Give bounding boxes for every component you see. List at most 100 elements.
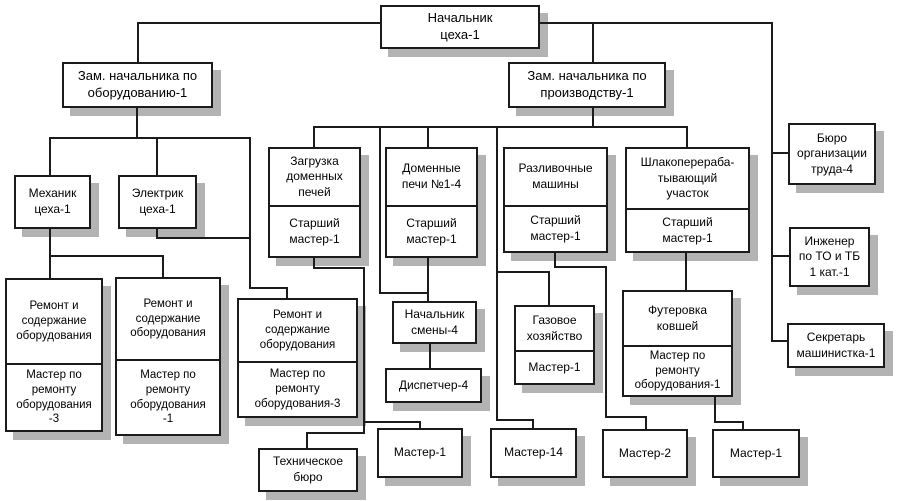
connector xyxy=(714,395,716,423)
connector xyxy=(496,271,550,273)
connector xyxy=(554,266,607,268)
connector xyxy=(313,256,315,269)
connector xyxy=(771,22,773,342)
node-tech-bureau: Техническое бюро xyxy=(258,448,358,492)
connector xyxy=(554,251,556,268)
node-gas-facility: Газовое хозяйство Мастер-1 xyxy=(514,305,595,385)
node-labor-bureau: Бюро организации труда-4 xyxy=(788,123,876,185)
node-label: Мастер-1 xyxy=(729,445,783,460)
node-mechanic: Механик цеха-1 xyxy=(14,175,91,229)
connector xyxy=(363,421,421,423)
node-label: Ремонт и содержание оборудования xyxy=(130,297,206,340)
connector xyxy=(249,137,251,289)
node-label: Инженер по ТО и ТБ 1 кат.-1 xyxy=(798,233,861,279)
node-chief: Начальник цеха-1 xyxy=(380,5,540,49)
connector xyxy=(156,237,251,239)
connector xyxy=(548,271,550,305)
node-sublabel: Старший мастер-1 xyxy=(387,205,476,256)
node-label: Начальник смены-4 xyxy=(404,306,465,337)
connector xyxy=(427,126,429,147)
connector xyxy=(771,152,790,154)
connector xyxy=(49,227,51,278)
connector xyxy=(379,292,429,294)
connector xyxy=(156,227,158,239)
node-repair-2: Ремонт и содержание оборудования Мастер … xyxy=(115,277,221,436)
node-master-casting: Мастер-2 xyxy=(602,429,688,478)
connector xyxy=(605,416,647,418)
node-label: Диспетчер-4 xyxy=(398,377,469,392)
connector xyxy=(136,106,138,139)
connector xyxy=(419,421,421,428)
connector xyxy=(313,126,688,128)
node-label: Шлакоперераба- тывающий участок xyxy=(640,155,735,201)
connector xyxy=(645,416,647,429)
connector xyxy=(592,22,594,62)
connector xyxy=(313,126,315,147)
connector xyxy=(137,22,139,62)
node-deputy-equipment: Зам. начальника по оборудованию-1 xyxy=(62,62,213,108)
connector xyxy=(532,419,534,428)
node-label: Футеровка ковшей xyxy=(647,302,708,333)
node-label: Электрик цеха-1 xyxy=(131,186,184,216)
node-safety-engineer: Инженер по ТО и ТБ 1 кат.-1 xyxy=(789,227,870,287)
connector xyxy=(685,251,687,290)
connector xyxy=(306,432,308,448)
node-sublabel: Мастер-1 xyxy=(516,350,593,383)
connector xyxy=(137,22,382,24)
node-repair-1: Ремонт и содержание оборудования Мастер … xyxy=(5,278,103,432)
node-sublabel: Старший мастер-1 xyxy=(270,205,359,256)
node-label: Техническое бюро xyxy=(272,454,344,484)
node-blast-furnaces: Доменные печи №1-4 Старший мастер-1 xyxy=(385,147,478,258)
node-label: Мастер-14 xyxy=(504,445,563,460)
node-label: Доменные печи №1-4 xyxy=(401,161,462,191)
node-label: Начальник цеха-1 xyxy=(427,10,493,42)
connector xyxy=(286,287,288,300)
node-label: Ремонт и содержание оборудования xyxy=(16,300,92,342)
node-dispatcher: Диспетчер-4 xyxy=(385,368,482,403)
connector xyxy=(49,137,51,175)
node-sublabel: Мастер по ремонту оборудования -1 xyxy=(117,359,219,434)
connector xyxy=(306,432,365,434)
node-casting-machines: Разливочные машины Старший мастер-1 xyxy=(503,147,608,253)
node-label: Зам. начальника по производству-1 xyxy=(527,68,647,100)
node-sublabel: Старший мастер-1 xyxy=(627,208,748,251)
node-label: Бюро организации труда-4 xyxy=(797,130,867,176)
connector xyxy=(538,22,773,24)
node-sublabel: Старший мастер-1 xyxy=(505,205,606,251)
connector xyxy=(714,421,744,423)
node-electrician: Электрик цеха-1 xyxy=(118,175,197,229)
connector xyxy=(313,267,365,269)
connector xyxy=(363,267,365,434)
connector xyxy=(496,126,498,421)
connector xyxy=(379,126,381,294)
connector xyxy=(605,266,607,418)
node-secretary: Секретарь машинистка-1 xyxy=(787,323,885,368)
node-label: Мастер-2 xyxy=(618,445,672,460)
node-master-gas: Мастер-14 xyxy=(490,428,577,478)
node-label: Механик цеха-1 xyxy=(28,186,77,216)
connector xyxy=(162,255,164,277)
connector xyxy=(686,126,688,147)
connector xyxy=(249,287,288,289)
connector xyxy=(771,255,791,257)
node-ladle-lining: Футеровка ковшей Мастер по ремонту обору… xyxy=(622,290,733,397)
node-label: Ремонт и содержание оборудования xyxy=(259,309,336,351)
node-label: Газовое хозяйство xyxy=(526,312,583,343)
node-master-lining: Мастер-1 xyxy=(712,429,800,478)
connector xyxy=(427,256,429,301)
node-slag-processing: Шлакоперераба- тывающий участок Старший … xyxy=(625,147,750,253)
connector xyxy=(771,340,789,342)
node-repair-3: Ремонт и содержание оборудования Мастер … xyxy=(237,298,358,418)
node-sublabel: Мастер по ремонту оборудования-3 xyxy=(239,361,356,416)
node-shift-chief: Начальник смены-4 xyxy=(392,301,477,344)
connector xyxy=(496,419,534,421)
node-label: Зам. начальника по оборудованию-1 xyxy=(77,68,198,100)
connector xyxy=(429,342,431,368)
connector xyxy=(592,106,594,128)
connector xyxy=(49,255,164,257)
node-label: Разливочные машины xyxy=(518,161,593,191)
node-furnace-loading: Загрузка доменных печей Старший мастер-1 xyxy=(268,147,361,258)
node-deputy-production: Зам. начальника по производству-1 xyxy=(508,62,666,108)
node-sublabel: Мастер по ремонту оборудования -3 xyxy=(7,363,101,430)
